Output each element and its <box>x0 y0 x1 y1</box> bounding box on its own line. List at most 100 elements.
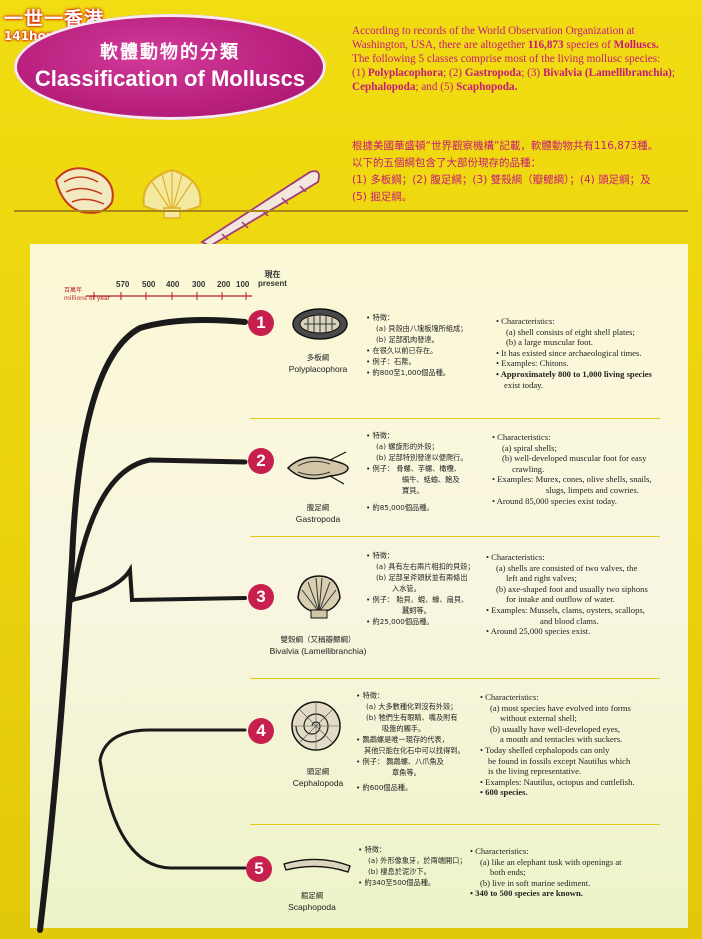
c3-en-7: • Around 25,000 species exist. <box>486 626 591 637</box>
chiton-icon <box>292 308 348 340</box>
intro-english: According to records of the World Observ… <box>352 24 698 94</box>
intro-en-line2: Washington, USA, there are altogether 11… <box>352 38 698 52</box>
c2-en-2: (b) well-developed muscular foot for eas… <box>502 453 647 464</box>
axis-unit-en: millions of year <box>64 295 111 302</box>
c3-name: Bivalvia (Lamellibranchia) <box>542 67 672 79</box>
tick-200: 200 <box>217 280 231 289</box>
c3-en-6: and blood clams. <box>540 615 599 626</box>
intro-en-line2b: species of <box>563 39 614 51</box>
class-5-en-desc: • Characteristics: (a) like an elephant … <box>470 846 650 899</box>
c4-en-4: a mouth and tentacles with suckers. <box>500 734 623 745</box>
tick-570: 570 <box>116 280 130 289</box>
c3-zh-5: 蠶蚵等。 <box>402 606 431 615</box>
c3-en-5: • Examples: Mussels, clams, oysters, sca… <box>486 604 645 615</box>
c1-en-4: • Examples: Chitons. <box>496 358 569 369</box>
row-divider-3 <box>250 678 660 679</box>
c3-en-3: (b) axe-shaped foot and usually two siph… <box>496 583 648 594</box>
intro-zh-line2: 以下的五個綱包含了大部份現存的品種： <box>352 157 541 169</box>
class-5-en: Scaphopoda <box>288 902 336 912</box>
title-english: Classification of Molluscs <box>34 66 306 91</box>
c1-en-1: (a) shell consists of eight shell plates… <box>506 326 635 337</box>
intro-zh-line3: (1) 多板綱；(2) 腹足綱；(3) 雙殼綱（瓣鰓綱）；(4) 頭足綱；及 <box>352 174 651 186</box>
c4-en-2: without external shell; <box>500 713 577 724</box>
c3-zh-0: • 特徵： <box>366 551 395 560</box>
class-1-en-desc: • Characteristics: (a) shell consists of… <box>496 316 676 390</box>
c2-zh-0: • 特徵： <box>366 431 395 440</box>
c4-en-6: be found in fossils except Nautilus whic… <box>488 755 631 766</box>
class-number-badge-3: 3 <box>248 584 274 610</box>
c2-en-0: • Characteristics: <box>492 432 551 442</box>
class-4-zh: 頭足綱 <box>306 767 330 776</box>
c3-num: ; (3) <box>521 67 543 79</box>
c3-zh-1: (a) 具有左右兩片相扣的貝殼； <box>376 562 475 571</box>
c5-name: Scaphopoda. <box>456 81 518 93</box>
c4-name: Cephalopoda <box>352 81 416 93</box>
class-5-zh-desc: • 特徵： (a) 外形像象牙，於兩端開口； (b) 棲息於泥沙下。 • 約34… <box>358 844 486 888</box>
c3-zh-2: (b) 足部呈斧頭狀並有兩條出 <box>376 573 468 582</box>
row-divider-1 <box>250 418 660 419</box>
intro-en-classes2: Cephalopoda; and (5) Scaphopoda. <box>352 80 698 94</box>
c1-en-2: (b) a large muscular foot. <box>506 337 593 348</box>
class-3-en: Bivalvia (Lamellibranchia) <box>269 646 367 656</box>
class-3-en-desc: • Characteristics: (a) shells are consis… <box>486 552 666 637</box>
axis-unit-label: 百萬年 millions of year <box>64 287 110 303</box>
c5-en-0: • Characteristics: <box>470 846 529 856</box>
class-number-badge-1: 1 <box>248 310 274 336</box>
c4-zh-1: (a) 大多數種化到沒有外殼； <box>366 702 458 711</box>
title-oval: 軟體動物的分類 Classification of Molluscs <box>14 14 326 120</box>
c3-en-1: (a) shells are consisted of two valves, … <box>496 562 638 573</box>
c4-zh-8: • 約600個品種。 <box>356 783 413 792</box>
time-axis: 570 500 400 300 200 100 現在 present <box>116 270 336 310</box>
tree-branches <box>37 317 248 933</box>
c4-en-9: • 600 species. <box>480 787 528 798</box>
tick-present: 現在 present <box>258 270 287 288</box>
c1-zh-1: (a) 貝殼由八塊板塊所組成； <box>376 324 468 333</box>
c4-zh-4: • 鸚鵡螺是唯一現存的代表， <box>356 735 449 744</box>
c4-zh-3: 吸盤的觸手。 <box>382 724 426 733</box>
c4-zh-0: • 特徵： <box>356 691 385 700</box>
intro-zh-line1: 根據美國華盛頓“世界觀察機構”記載，軟體動物共有116,873種。 <box>352 140 659 152</box>
classification-panel <box>30 244 688 928</box>
c2-zh-2: (b) 足部特別發達以便爬行。 <box>376 453 468 462</box>
title-chinese: 軟體動物的分類 <box>100 42 240 63</box>
c2-en-1: (a) spiral shells; <box>502 442 557 453</box>
row-divider-4 <box>250 824 660 825</box>
c3-en-4: for intake and outflow of water. <box>506 594 615 605</box>
c4-en-1: (a) most species have evolved into forms <box>490 702 631 713</box>
class-number-badge-2: 2 <box>248 448 274 474</box>
c2-zh-3: • 例子： 骨螺、芋螺、橄欖、 <box>366 464 462 473</box>
class-number-badge-4: 4 <box>248 718 274 744</box>
species-count: 116,873 <box>527 39 564 51</box>
c3-en-2: left and right valves; <box>506 573 577 584</box>
c1-en-5: • Approximately 800 to 1,000 living spec… <box>496 368 652 379</box>
intro-en-classes: (1) Polyplacophora; (2) Gastropoda; (3) … <box>352 66 698 80</box>
class-1-en: Polyplacophora <box>288 364 348 374</box>
intro-en-line1: According to records of the World Observ… <box>352 25 635 37</box>
tick-400: 400 <box>166 280 180 289</box>
class-2-zh: 腹足綱 <box>306 503 330 512</box>
tick-500: 500 <box>142 280 156 289</box>
class-5-zh: 掘足綱 <box>300 891 324 900</box>
c3-zh-6: • 約25,000個品種。 <box>366 617 434 626</box>
c2-zh-5: 寶貝。 <box>402 486 424 495</box>
c5-en-3: (b) live in soft marine sediment. <box>480 877 591 888</box>
c4-en-0: • Characteristics: <box>480 692 539 702</box>
c2-zh-4: 蝸牛、蛞蝓、鮑及 <box>402 475 460 484</box>
c1-zh-2: (b) 足部肌肉發達。 <box>376 335 439 344</box>
c5-zh-1: (a) 外形像象牙，於兩端開口； <box>368 856 467 865</box>
auger-shell-icon <box>200 170 320 248</box>
decorative-shells <box>54 167 320 248</box>
c1-en-3: • It has existed since archaeological ti… <box>496 347 642 358</box>
c1-zh-3: • 在很久以前已存在。 <box>366 346 438 355</box>
c1-num: (1) <box>352 67 368 79</box>
c2-zh-6: • 約85,000個品種。 <box>366 503 434 512</box>
c2-en-5: slugs, limpets and cowries. <box>546 484 639 495</box>
c4-zh-2: (b) 牠們生有眼睛、嘴及附有 <box>366 713 458 722</box>
c4-en-8: • Examples: Nautilus, octopus and cuttle… <box>480 776 635 787</box>
c4-en-7: is the living representative. <box>488 766 582 777</box>
class-3-zh: 雙殼綱（又稱瓣鰓綱） <box>280 635 356 644</box>
c5-en-4: • 340 to 500 species are known. <box>470 888 583 899</box>
c2-zh-1: (a) 螺旋形的外殼； <box>376 442 439 451</box>
c2-en-3: crawling. <box>512 463 545 474</box>
c1-zh-5: • 約800至1,000個品種。 <box>366 368 450 377</box>
